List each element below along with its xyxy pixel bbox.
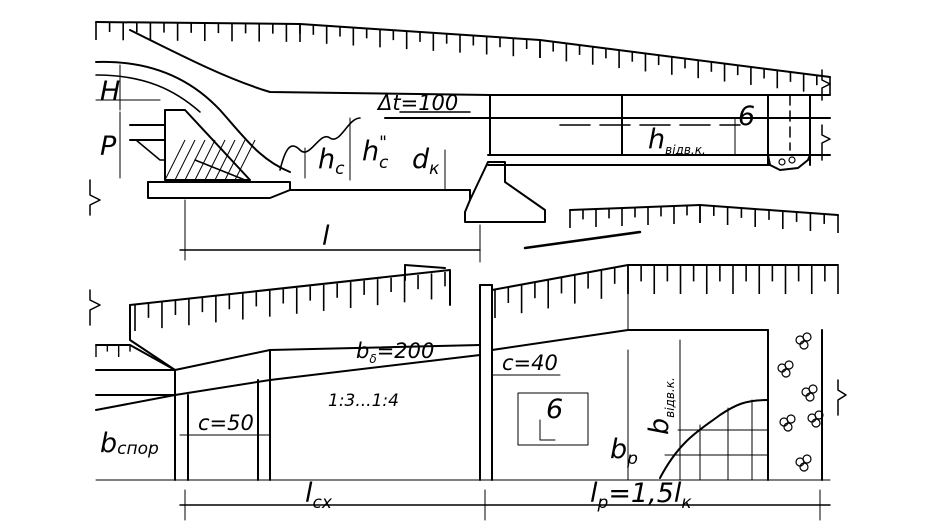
riprap-stone <box>814 410 824 420</box>
upstream-apron <box>135 139 166 161</box>
riprap <box>767 154 811 171</box>
label-c50: c=50 <box>198 411 254 435</box>
riprap-stone <box>783 422 793 432</box>
riprap-stone <box>788 156 796 164</box>
section-arrow <box>539 419 556 441</box>
section-box <box>517 392 589 446</box>
riprap-stone <box>811 418 821 428</box>
bank-line-mid <box>569 204 839 216</box>
plan-hatch-right <box>494 266 839 318</box>
weir-body <box>164 109 251 181</box>
label-hc2: h"c <box>362 133 389 173</box>
outlet-curve <box>659 399 769 479</box>
wing-wall-edge <box>129 304 176 371</box>
approach-hatch <box>95 345 131 357</box>
label-P: P <box>100 131 117 162</box>
label-mark-6-plan: 6 <box>546 394 563 425</box>
plan-hatch-left <box>134 272 446 331</box>
slope-line-mid <box>523 230 642 250</box>
weir-hatch-line <box>204 139 226 181</box>
jump-line <box>194 159 246 181</box>
label-b-spor: bспор <box>100 428 159 459</box>
weir-hatch-line <box>164 139 186 181</box>
label-lp: lр=1,5lк <box>590 478 692 513</box>
weir-hatch-line <box>194 139 216 181</box>
riprap-stone <box>786 414 796 424</box>
riprap-stone <box>799 340 809 350</box>
label-mark-6-profile: 6 <box>738 101 755 132</box>
ground-hatch-top <box>95 22 831 95</box>
weir-hatch-line <box>214 139 236 181</box>
riprap-stone <box>784 360 794 370</box>
label-bp: bр <box>610 434 638 469</box>
parapet-top <box>404 264 446 269</box>
water-line-upstream <box>95 74 201 113</box>
riprap-stone <box>802 454 812 464</box>
weir-hatch-line <box>174 139 196 181</box>
approach-channel <box>95 369 176 396</box>
nappe-line <box>95 60 291 173</box>
label-hc: hc <box>318 144 345 179</box>
label-l: l <box>322 221 330 252</box>
ground-line-top <box>95 21 831 78</box>
label-b-vidv: bвідв.к. <box>644 377 677 435</box>
riprap-stone <box>799 462 809 472</box>
break-line-plan-right <box>837 379 847 416</box>
break-line-left <box>89 179 101 216</box>
riprap-stone <box>808 384 818 394</box>
break-line-plan-left <box>89 289 101 326</box>
weir-hatch <box>164 139 256 181</box>
profile-view <box>89 21 839 263</box>
riprap-stone <box>781 368 791 378</box>
jump-roller <box>279 117 361 171</box>
floor-slab <box>147 181 291 199</box>
bank-hatch-mid <box>569 205 839 233</box>
water-surface-line <box>129 29 831 96</box>
label-delta-t: Δt=100 <box>376 91 458 115</box>
label-dk: dк <box>412 144 440 179</box>
end-sill <box>464 161 546 223</box>
label-c40: c=40 <box>502 351 558 375</box>
break-line-right <box>821 69 831 101</box>
label-h-vidv: hвідв.к. <box>648 124 706 157</box>
right-bank-lower <box>491 329 769 351</box>
riprap-stone <box>805 392 815 402</box>
label-lcx: lсх <box>305 478 333 513</box>
label-H: H <box>100 76 120 107</box>
riprap-stones <box>777 332 824 472</box>
wing-wall-top <box>129 269 451 306</box>
labels: H P Δt=100 6 hc h"c dк hвідв.к. l bδ=200… <box>100 76 755 513</box>
weir-hatch-line <box>234 139 256 181</box>
label-bd: bδ=200 <box>356 339 434 366</box>
riprap-stone <box>802 332 812 342</box>
riprap-stone <box>778 158 786 166</box>
label-slope: 1:3...1:4 <box>328 391 399 411</box>
channel-bottom-line <box>95 394 176 411</box>
plan-view <box>89 264 847 521</box>
break-line-right-2 <box>821 124 831 161</box>
